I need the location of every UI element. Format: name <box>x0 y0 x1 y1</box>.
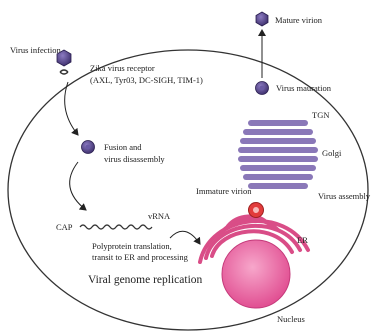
mature-virion-icon <box>256 12 268 26</box>
immature-virion-label: Immature virion <box>196 186 252 196</box>
polyprotein-label-line2: transit to ER and processing <box>92 252 189 262</box>
virus-infection-label: Virus infection <box>10 45 61 55</box>
er-label: ER <box>297 235 308 245</box>
mature-virion-label: Mature virion <box>275 15 323 25</box>
virus-maturation-label: Virus mauration <box>276 83 332 93</box>
immature-virion-icon <box>249 203 264 218</box>
fusion-label-line2: virus disassembly <box>104 154 165 164</box>
virus-assembly-label: Virus assembly <box>318 191 371 201</box>
receptor-icon <box>60 70 68 74</box>
cap-label: CAP <box>56 222 73 232</box>
receptor-label-line2: (AXL, Tyr03, DC-SIGH, TIM-1) <box>90 75 203 85</box>
replication-label: Viral genome replication <box>88 274 203 286</box>
receptor-label-line1: Zika virus receptor <box>90 63 155 73</box>
entering-virion-icon <box>57 50 71 66</box>
maturation-virion-icon <box>256 82 269 95</box>
tgn-label: TGN <box>312 110 329 120</box>
fusion-label-line1: Fusion and <box>104 142 142 152</box>
nucleus-icon <box>222 240 290 308</box>
vrna-label: vRNA <box>148 211 171 221</box>
polyprotein-label-line1: Polyprotein translation, <box>92 241 172 251</box>
golgi-label: Golgi <box>322 148 342 158</box>
fusion-virion-icon <box>82 141 95 154</box>
nucleus-label: Nucleus <box>277 314 305 324</box>
